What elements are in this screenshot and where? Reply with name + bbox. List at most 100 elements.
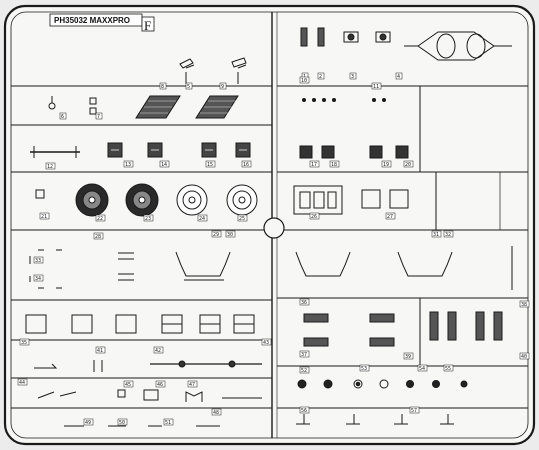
- part-tag-4: 4: [395, 72, 403, 80]
- wheels: [35, 183, 258, 217]
- part-number: 19: [383, 162, 389, 168]
- part-tag-57: 57: [409, 406, 420, 414]
- part-tag-25: 25: [237, 214, 248, 222]
- part-number: 6: [61, 114, 64, 120]
- square-panels: [25, 314, 255, 334]
- part-number: 5: [187, 84, 190, 90]
- part-tag-3: 3: [349, 72, 357, 80]
- part-tag-5: 5: [185, 82, 193, 90]
- suspension-springs: [303, 311, 503, 347]
- part-tag-56: 56: [299, 406, 310, 414]
- part-number: 8: [161, 84, 164, 90]
- seat-parts-left: [29, 249, 231, 289]
- part-number: 14: [161, 162, 167, 168]
- part-tag-23: 23: [143, 214, 154, 222]
- part-tag-50: 50: [117, 418, 128, 426]
- part-number: 12: [47, 164, 53, 170]
- part-tag-43: 43: [261, 338, 272, 346]
- sprue-hub: [263, 217, 285, 239]
- part-number: 30: [227, 232, 233, 238]
- part-tag-33: 33: [33, 256, 44, 264]
- part-tag-27: 27: [385, 212, 396, 220]
- part-number: 32: [445, 232, 451, 238]
- part-number: 10: [301, 78, 307, 84]
- part-number: 35: [21, 340, 27, 346]
- part-tag-7: 7: [95, 112, 103, 120]
- part-tag-17: 17: [309, 160, 320, 168]
- part-tag-22: 22: [95, 214, 106, 222]
- part-number: 47: [189, 382, 195, 388]
- part-tag-31: 31: [431, 230, 442, 238]
- part-number-tags: 1234567891011121314151617181920212223242…: [17, 72, 530, 426]
- small-parts-row2: [48, 96, 97, 115]
- part-tag-30: 30: [225, 230, 236, 238]
- part-number: 33: [35, 258, 41, 264]
- part-tag-44: 44: [17, 378, 28, 386]
- mirror-brackets: [179, 57, 247, 84]
- part-tag-10: 10: [299, 76, 310, 84]
- part-number: 52: [301, 368, 307, 374]
- part-tag-55: 55: [443, 364, 454, 372]
- part-tag-51: 51: [163, 418, 174, 426]
- part-number: 51: [165, 420, 171, 426]
- part-number: 57: [411, 408, 417, 414]
- part-tag-42: 42: [153, 346, 164, 354]
- part-number: 42: [155, 348, 161, 354]
- part-number: 16: [243, 162, 249, 168]
- part-tag-54: 54: [417, 364, 428, 372]
- part-tag-20: 20: [403, 160, 414, 168]
- part-tag-34: 34: [33, 274, 44, 282]
- part-tag-21: 21: [39, 212, 50, 220]
- part-tag-18: 18: [329, 160, 340, 168]
- part-number: 39: [405, 354, 411, 360]
- runners: [11, 12, 528, 438]
- part-number: 46: [157, 382, 163, 388]
- sprue-letter-box: [141, 16, 155, 32]
- part-tag-47: 47: [187, 380, 198, 388]
- part-tag-41: 41: [95, 346, 106, 354]
- part-tag-28: 28: [93, 232, 104, 240]
- part-code-label: PH35032 MAXXPRO: [54, 16, 130, 25]
- part-tag-11: 11: [371, 82, 382, 90]
- part-tag-32: 32: [443, 230, 454, 238]
- part-tag-37: 37: [299, 350, 310, 358]
- part-number: 15: [207, 162, 213, 168]
- sprue-header: PH35032 MAXXPRO F: [49, 13, 155, 33]
- part-tag-12: 12: [45, 162, 56, 170]
- part-number: 38: [521, 302, 527, 308]
- part-number: 23: [145, 216, 151, 222]
- sprue-frame-inner: [10, 11, 529, 439]
- part-tag-15: 15: [205, 160, 216, 168]
- part-number: 29: [213, 232, 219, 238]
- misc-parts-bottom-left: [37, 389, 262, 427]
- part-number: 56: [301, 408, 307, 414]
- part-number: 25: [239, 216, 245, 222]
- part-number: 27: [387, 214, 393, 220]
- part-number: 49: [85, 420, 91, 426]
- part-tag-49: 49: [83, 418, 94, 426]
- part-number: 28: [95, 234, 101, 240]
- part-tag-2: 2: [317, 72, 325, 80]
- grille-panels: [135, 95, 239, 119]
- rods-and-hinges: [30, 142, 251, 158]
- part-number: 45: [125, 382, 131, 388]
- part-number: 17: [311, 162, 317, 168]
- part-number: 48: [213, 410, 219, 416]
- part-number: 53: [361, 366, 367, 372]
- armor-plate-assembly: [293, 185, 409, 215]
- part-number: 9: [221, 84, 224, 90]
- part-tag-19: 19: [381, 160, 392, 168]
- part-tag-8: 8: [159, 82, 167, 90]
- part-number: 13: [125, 162, 131, 168]
- part-tag-9: 9: [219, 82, 227, 90]
- part-tag-46: 46: [155, 380, 166, 388]
- part-tag-39: 39: [403, 352, 414, 360]
- part-number: 36: [301, 300, 307, 306]
- part-tag-6: 6: [59, 112, 67, 120]
- part-tag-48: 48: [211, 408, 222, 416]
- part-number: 37: [301, 352, 307, 358]
- part-tag-38: 38: [519, 300, 530, 308]
- knobs-and-mounts: [296, 379, 468, 425]
- part-tag-40: 40: [519, 352, 530, 360]
